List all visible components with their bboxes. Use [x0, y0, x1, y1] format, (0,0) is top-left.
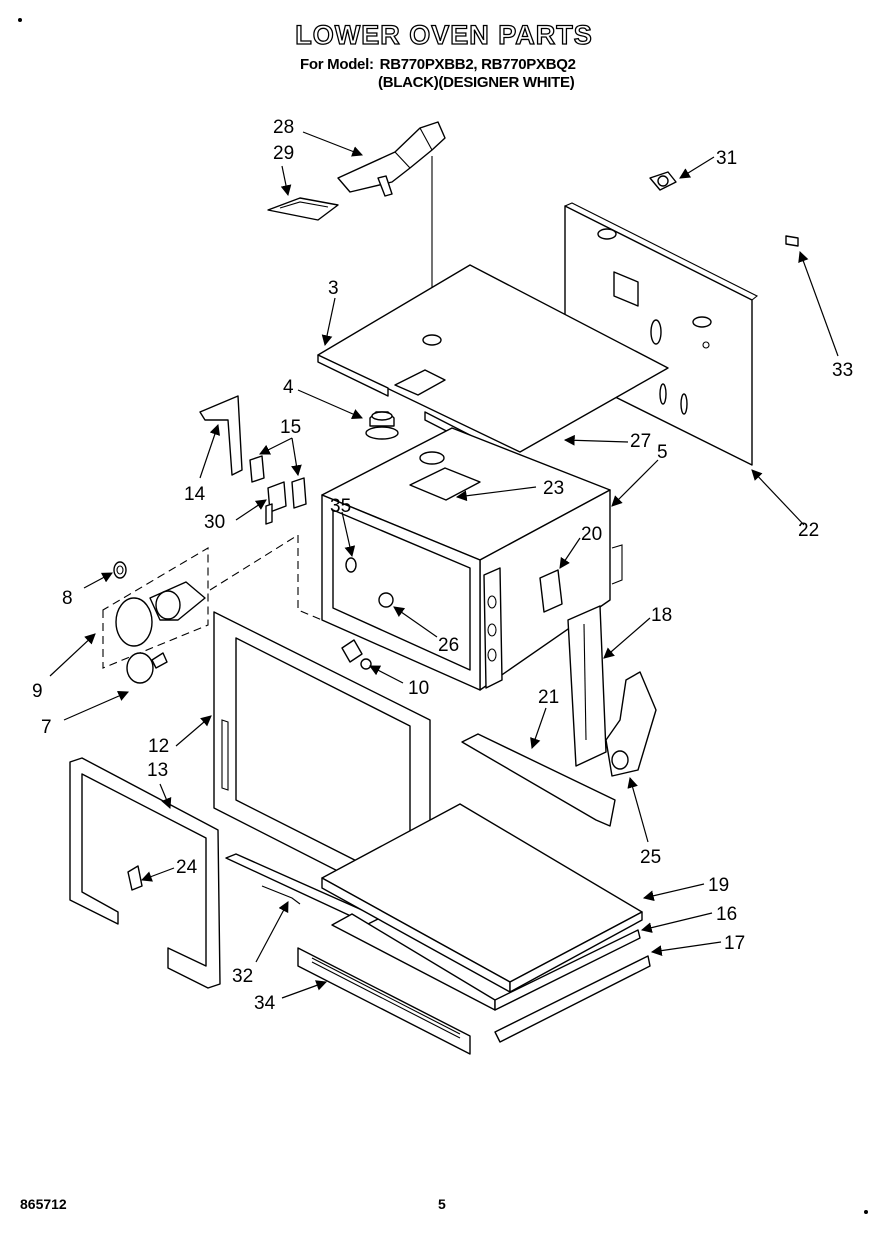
callout-26: 26	[438, 635, 459, 656]
callout-10: 10	[408, 678, 429, 699]
part-7-light-bulb	[126, 652, 168, 684]
part-8-lamp-ring	[113, 561, 127, 579]
callout-22: 22	[798, 520, 819, 541]
page-number: 5	[438, 1196, 446, 1212]
callout-23: 23	[543, 478, 564, 499]
part-17-trim-strip	[494, 955, 651, 1043]
callout-30: 30	[204, 512, 225, 533]
part-29-duct-cover	[267, 197, 339, 221]
part-10-latch	[341, 639, 372, 670]
document-number: 865712	[20, 1196, 67, 1212]
callout-5: 5	[657, 442, 668, 463]
callout-12: 12	[148, 736, 169, 757]
callout-labels: 28 29 31 33 3 4 27 5 22 23 20 35 14 15 3…	[32, 117, 853, 1014]
callout-3: 3	[328, 278, 339, 299]
leader-lines	[49, 131, 839, 999]
part-24-clip	[127, 865, 143, 891]
callout-21: 21	[538, 687, 559, 708]
callout-20: 20	[581, 524, 602, 545]
registration-mark	[864, 1210, 868, 1214]
part-4-light-socket-housing	[365, 411, 399, 440]
part-16-bottom-trim	[331, 913, 641, 1011]
part-28-vent-duct	[337, 121, 446, 197]
callout-33: 33	[832, 360, 853, 381]
part-30-switch	[265, 481, 287, 525]
part-13-door-gasket	[69, 757, 221, 989]
callout-25: 25	[640, 847, 661, 868]
model-line: For Model: RB770PXBB2, RB770PXBQ2	[300, 56, 576, 73]
callout-27: 27	[630, 431, 651, 452]
callout-24: 24	[176, 857, 198, 878]
part-14-switch-bracket	[199, 395, 243, 476]
callout-19: 19	[708, 875, 729, 896]
model-label: For Model:	[300, 56, 374, 73]
page-header: LOWER OVEN PARTS For Model: RB770PXBB2, R…	[0, 0, 888, 110]
callout-18: 18	[651, 605, 672, 626]
model-numbers: RB770PXBB2, RB770PXBQ2	[379, 56, 576, 73]
part-20-bracket	[539, 569, 563, 613]
part-34-vent-grille	[297, 947, 471, 1055]
callout-31: 31	[716, 148, 737, 169]
part-12-front-frame	[213, 611, 431, 919]
callout-29: 29	[273, 143, 294, 164]
part-21-rail	[461, 733, 616, 827]
callout-32: 32	[232, 966, 253, 987]
callout-17: 17	[724, 933, 745, 954]
part-15-switch	[249, 455, 307, 509]
callout-4: 4	[283, 377, 294, 398]
callout-14: 14	[184, 484, 206, 505]
callout-8: 8	[62, 588, 73, 609]
callout-13: 13	[147, 760, 168, 781]
part-22-rear-panel	[564, 202, 759, 466]
part-33-clip	[785, 235, 799, 247]
part-31-thermostat	[649, 171, 677, 191]
part-18-side-bracket	[567, 605, 607, 767]
registration-mark	[18, 18, 22, 22]
callout-34: 34	[254, 993, 276, 1014]
part-25-hinge	[605, 671, 657, 777]
callout-9: 9	[32, 681, 43, 702]
part-19-bottom-panel	[321, 803, 643, 993]
callout-7: 7	[41, 717, 52, 738]
model-finishes: (BLACK)(DESIGNER WHITE)	[378, 74, 575, 91]
callout-16: 16	[716, 904, 737, 925]
callout-15: 15	[280, 417, 301, 438]
callout-35: 35	[330, 496, 351, 517]
page-title: LOWER OVEN PARTS	[295, 19, 593, 50]
part-9-lamp-assembly	[102, 547, 209, 669]
callout-28: 28	[273, 117, 294, 138]
